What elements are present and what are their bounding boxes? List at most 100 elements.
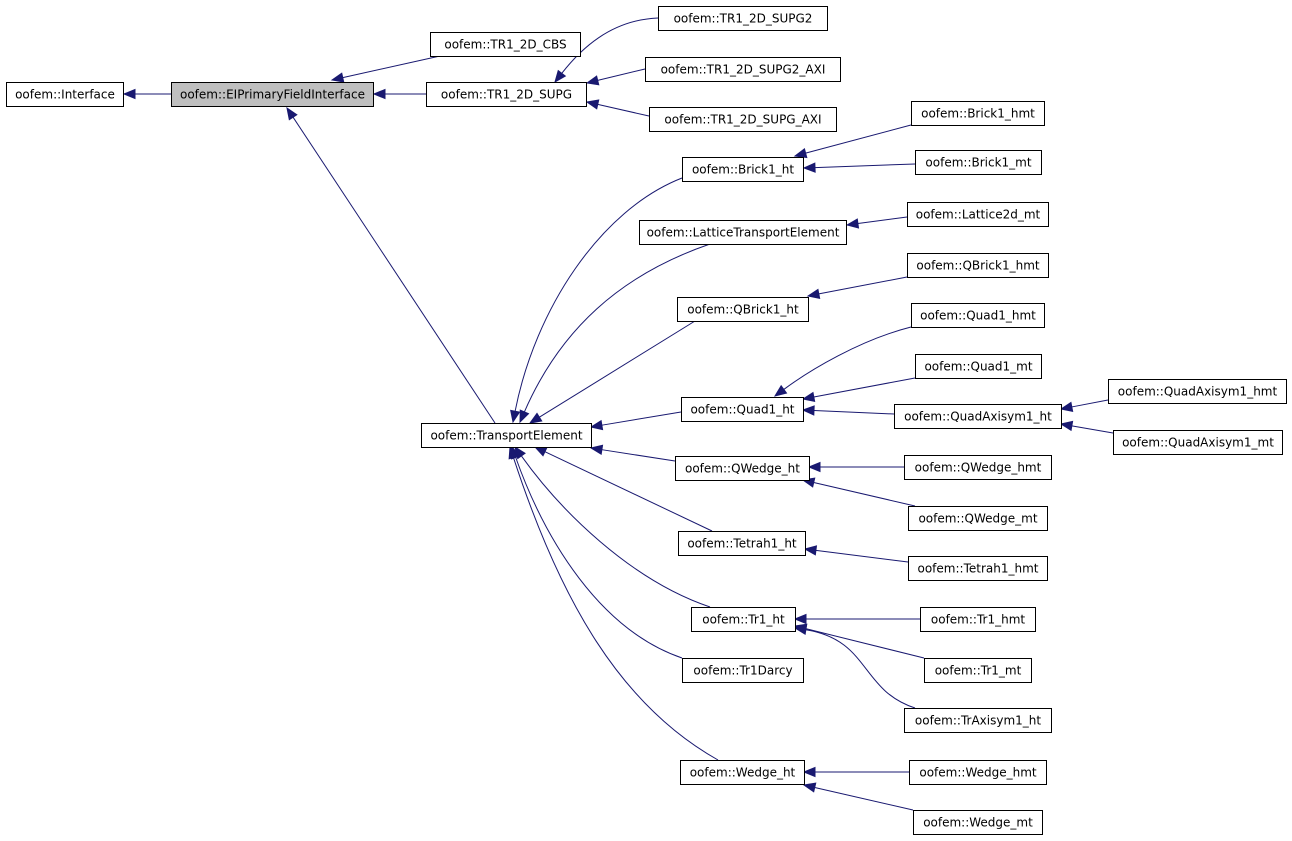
- edge-brick1ht-to-transport: [510, 177, 683, 424]
- class-node-quadaximt[interactable]: oofem::QuadAxisym1_mt: [1113, 430, 1283, 455]
- class-node-wedgemt[interactable]: oofem::Wedge_mt: [913, 810, 1043, 835]
- edge-quadaxihmt-to-quadaxiht: [1059, 399, 1109, 412]
- class-node-eipfi[interactable]: oofem::EIPrimaryFieldInterface: [171, 82, 374, 107]
- edge-qwedgeht-to-transport: [589, 444, 676, 462]
- edge-line: [1071, 425, 1114, 434]
- arrowhead-icon: [1059, 401, 1074, 412]
- arrowhead-icon: [801, 391, 816, 403]
- class-node-tr1supg[interactable]: oofem::TR1_2D_SUPG: [426, 82, 587, 107]
- class-label: oofem::TR1_2D_SUPG: [441, 88, 572, 102]
- class-box: [682, 658, 804, 683]
- class-node-transport[interactable]: oofem::TransportElement: [421, 423, 592, 448]
- class-node-brick1ht[interactable]: oofem::Brick1_ht: [682, 157, 804, 182]
- class-box: [894, 404, 1062, 429]
- class-box: [1113, 430, 1283, 455]
- edge-layer: [122, 17, 1114, 811]
- class-box: [649, 107, 837, 132]
- class-label: oofem::Tr1_mt: [935, 664, 1022, 678]
- class-box: [907, 253, 1049, 278]
- class-box: [904, 455, 1052, 480]
- arrowhead-icon: [585, 99, 600, 110]
- class-node-tr1cbs[interactable]: oofem::TR1_2D_CBS: [430, 32, 581, 57]
- class-node-qbrick1hmt[interactable]: oofem::QBrick1_hmt: [907, 253, 1049, 278]
- arrowhead-icon: [589, 444, 604, 455]
- class-node-brick1hmt[interactable]: oofem::Brick1_hmt: [911, 101, 1045, 126]
- edge-line: [805, 629, 916, 709]
- edge-line: [597, 103, 650, 117]
- edge-line: [597, 68, 646, 81]
- class-box: [682, 157, 804, 182]
- class-label: oofem::Brick1_mt: [925, 156, 1031, 170]
- class-box: [915, 354, 1042, 379]
- class-box: [1108, 379, 1287, 404]
- class-label: oofem::TR1_2D_CBS: [444, 38, 566, 52]
- class-label: oofem::LatticeTransportElement: [647, 226, 840, 240]
- arrowhead-icon: [802, 162, 816, 173]
- class-node-traxiht[interactable]: oofem::TrAxisym1_ht: [904, 708, 1052, 733]
- class-node-interface[interactable]: oofem::Interface: [6, 82, 124, 107]
- class-node-tetrah1hmt[interactable]: oofem::Tetrah1_hmt: [908, 556, 1048, 581]
- edge-line: [601, 449, 676, 462]
- class-box: [675, 456, 810, 481]
- edge-brick1hmt-to-brick1ht: [793, 124, 912, 159]
- arrowhead-icon: [330, 72, 345, 83]
- edge-eipfi-to-interface: [122, 88, 171, 100]
- edge-line: [342, 55, 441, 79]
- class-node-tr1hmt[interactable]: oofem::Tr1_hmt: [920, 607, 1036, 632]
- edge-line: [520, 455, 711, 608]
- class-label: oofem::Wedge_mt: [923, 816, 1033, 830]
- class-node-quadaxihmt[interactable]: oofem::QuadAxisym1_hmt: [1108, 379, 1287, 404]
- arrowhead-icon: [286, 106, 298, 121]
- arrowhead-icon: [807, 461, 821, 473]
- class-node-lattice2dmt[interactable]: oofem::Lattice2d_mt: [907, 202, 1049, 227]
- class-node-quad1hmt[interactable]: oofem::Quad1_hmt: [911, 303, 1045, 328]
- class-node-brick1mt[interactable]: oofem::Brick1_mt: [915, 150, 1042, 175]
- edge-wedgeht-to-transport: [508, 445, 719, 761]
- class-node-quad1mt[interactable]: oofem::Quad1_mt: [915, 354, 1042, 379]
- class-node-tr1supgaxi[interactable]: oofem::TR1_2D_SUPG_AXI: [649, 107, 837, 132]
- class-node-tetrah1ht[interactable]: oofem::Tetrah1_ht: [678, 531, 806, 556]
- edge-quad1hmt-to-quad1ht: [773, 326, 912, 397]
- class-label: oofem::Tetrah1_hmt: [918, 562, 1039, 576]
- arrowhead-icon: [554, 69, 567, 84]
- class-node-qwedgehmt[interactable]: oofem::QWedge_hmt: [904, 455, 1052, 480]
- edge-line: [1071, 399, 1109, 408]
- class-node-latticete[interactable]: oofem::LatticeTransportElement: [639, 220, 847, 245]
- edge-line: [857, 216, 908, 225]
- class-node-tr1supg2axi[interactable]: oofem::TR1_2D_SUPG2_AXI: [645, 57, 841, 82]
- edge-line: [805, 124, 912, 154]
- class-label: oofem::Interface: [15, 88, 115, 102]
- edge-quad1ht-to-transport: [589, 411, 682, 431]
- class-box: [908, 506, 1048, 531]
- class-box: [913, 810, 1043, 835]
- edge-line: [818, 276, 908, 295]
- class-box: [908, 556, 1048, 581]
- edge-quad1mt-to-quad1ht: [801, 377, 916, 403]
- edge-line: [783, 326, 912, 390]
- arrowhead-icon: [793, 147, 808, 159]
- class-box: [680, 760, 805, 785]
- class-node-tr1darcy[interactable]: oofem::Tr1Darcy: [682, 658, 804, 683]
- class-label: oofem::QWedge_ht: [685, 462, 800, 476]
- class-node-qbrick1ht[interactable]: oofem::QBrick1_ht: [677, 297, 809, 322]
- class-node-quadaxiht[interactable]: oofem::QuadAxisym1_ht: [894, 404, 1062, 429]
- class-label: oofem::QWedge_mt: [918, 512, 1037, 526]
- class-node-tr1ht[interactable]: oofem::Tr1_ht: [691, 607, 796, 632]
- edge-tr1hmt-to-tr1ht: [793, 613, 920, 625]
- arrowhead-icon: [122, 88, 136, 100]
- class-node-quad1ht[interactable]: oofem::Quad1_ht: [681, 397, 804, 422]
- class-box: [426, 82, 587, 107]
- class-node-qwedgemt[interactable]: oofem::QWedge_mt: [908, 506, 1048, 531]
- class-label: oofem::TrAxisym1_ht: [915, 714, 1041, 728]
- class-box: [639, 220, 847, 245]
- class-label: oofem::QWedge_hmt: [915, 461, 1042, 475]
- class-node-tr1mt[interactable]: oofem::Tr1_mt: [924, 658, 1032, 683]
- class-node-qwedgeht[interactable]: oofem::QWedge_ht: [675, 456, 810, 481]
- class-label: oofem::Tr1_hmt: [931, 613, 1025, 627]
- class-box: [658, 6, 828, 31]
- class-node-wedgehmt[interactable]: oofem::Wedge_hmt: [909, 760, 1047, 785]
- class-label: oofem::TransportElement: [430, 429, 582, 443]
- class-node-tr1supg2[interactable]: oofem::TR1_2D_SUPG2: [658, 6, 828, 31]
- class-node-wedgeht[interactable]: oofem::Wedge_ht: [680, 760, 805, 785]
- arrowhead-icon: [806, 288, 821, 299]
